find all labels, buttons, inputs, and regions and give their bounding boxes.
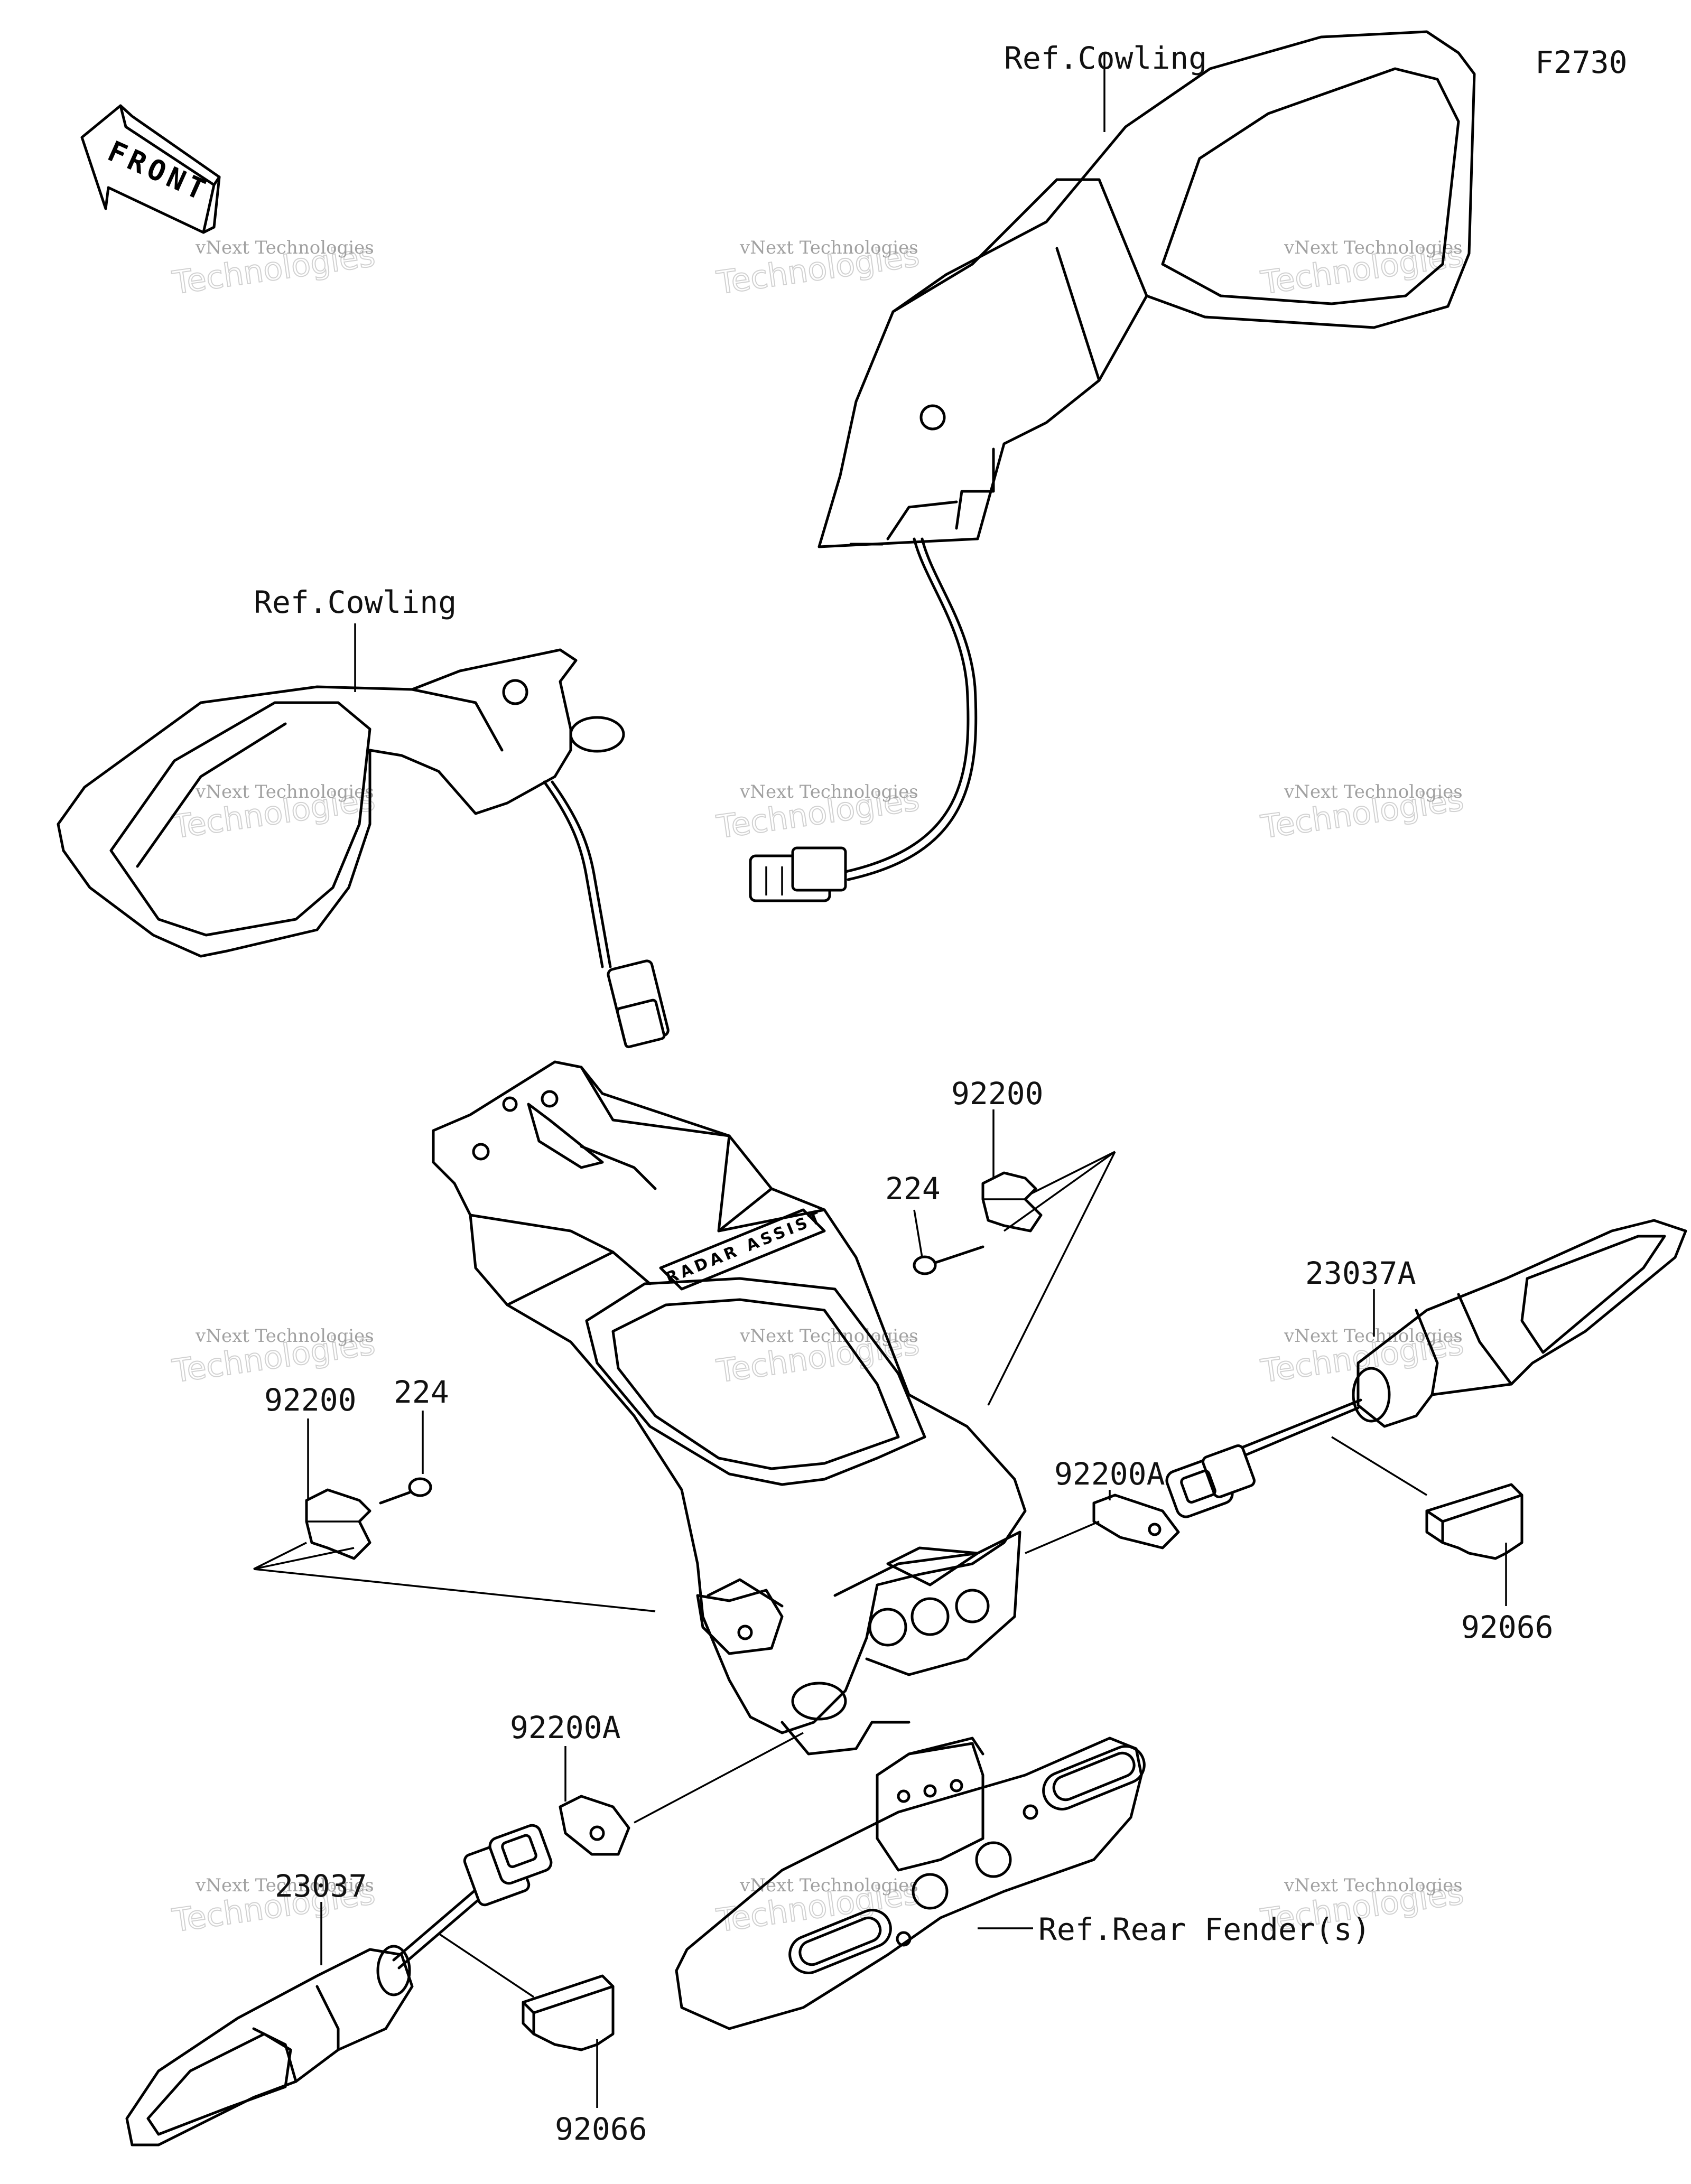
turn-signal-23037-connector — [463, 1824, 553, 1907]
label-ref-rear-fender: Ref.Rear Fender(s) — [1038, 1911, 1371, 1947]
right-mirror-wire — [844, 537, 970, 873]
diagram-code: F2730 — [1535, 44, 1628, 80]
washer-92200A-left — [559, 1795, 630, 1856]
svg-text:vNext Technologies: vNext Technologies — [739, 781, 918, 802]
label-224-left: 224 — [394, 1374, 449, 1410]
center-stay-bracket: RADAR ASSIST — [432, 1060, 1027, 1756]
right-mirror-wire — [847, 537, 978, 881]
label-92200A-right: 92200A — [1054, 1456, 1165, 1492]
leader-lines — [253, 53, 1507, 2108]
svg-text:vNext Technologies: vNext Technologies — [195, 781, 374, 802]
svg-text:vNext Technologies: vNext Technologies — [1284, 237, 1463, 258]
svg-text:vNext Technologies: vNext Technologies — [739, 1875, 918, 1896]
label-224-top: 224 — [885, 1171, 941, 1207]
label-92066-right: 92066 — [1461, 1609, 1554, 1645]
label-ref-cowling-right: Ref.Cowling — [1004, 40, 1207, 76]
label-ref-cowling-left: Ref.Cowling — [254, 584, 457, 620]
label-23037: 23037 — [275, 1868, 367, 1904]
radar-assist-badge: RADAR ASSIST — [663, 1208, 826, 1288]
svg-text:vNext Technologies: vNext Technologies — [1284, 781, 1463, 802]
washer-92200A-right — [1092, 1494, 1180, 1550]
label-92066-bottom: 92066 — [555, 2111, 647, 2147]
left-mirror-wire — [543, 780, 604, 968]
bolt-224-left — [379, 1477, 432, 1505]
bolt-224-top — [913, 1245, 984, 1275]
svg-text:vNext Technologies: vNext Technologies — [739, 237, 918, 258]
svg-text:vNext Technologies: vNext Technologies — [195, 237, 374, 258]
turn-signal-23037A-wire — [1243, 1406, 1360, 1457]
left-mirror-connector — [607, 959, 670, 1049]
turn-signal-23037A-connector — [1165, 1444, 1256, 1518]
turn-signal-23037A-wire — [1240, 1398, 1362, 1449]
label-92200-left: 92200 — [264, 1382, 357, 1418]
turn-signal-23037-wire — [392, 1879, 488, 1962]
turn-signal-23037 — [125, 1945, 414, 2146]
right-mirror-connector — [749, 846, 847, 902]
rear-fender — [675, 1737, 1146, 2030]
clip-92200-top — [981, 1171, 1043, 1233]
left-mirror — [57, 648, 625, 958]
label-23037A: 23037A — [1305, 1255, 1416, 1291]
turn-signal-23037-wire — [397, 1887, 493, 1970]
clip-92066-bottom — [522, 1974, 615, 2051]
turn-signal-23037A — [1352, 1219, 1687, 1428]
svg-text:vNext Technologies: vNext Technologies — [195, 1875, 374, 1896]
right-mirror — [817, 30, 1476, 548]
label-92200A-left: 92200A — [510, 1710, 621, 1746]
clip-92200-left — [305, 1488, 371, 1560]
svg-text:vNext Technologies: vNext Technologies — [1284, 1875, 1463, 1896]
label-92200-top: 92200 — [951, 1076, 1044, 1112]
clip-92066-right — [1425, 1483, 1523, 1560]
front-arrow-icon: FRONT — [80, 104, 221, 234]
left-mirror-wire — [551, 780, 612, 968]
svg-text:vNext Technologies: vNext Technologies — [195, 1326, 374, 1347]
